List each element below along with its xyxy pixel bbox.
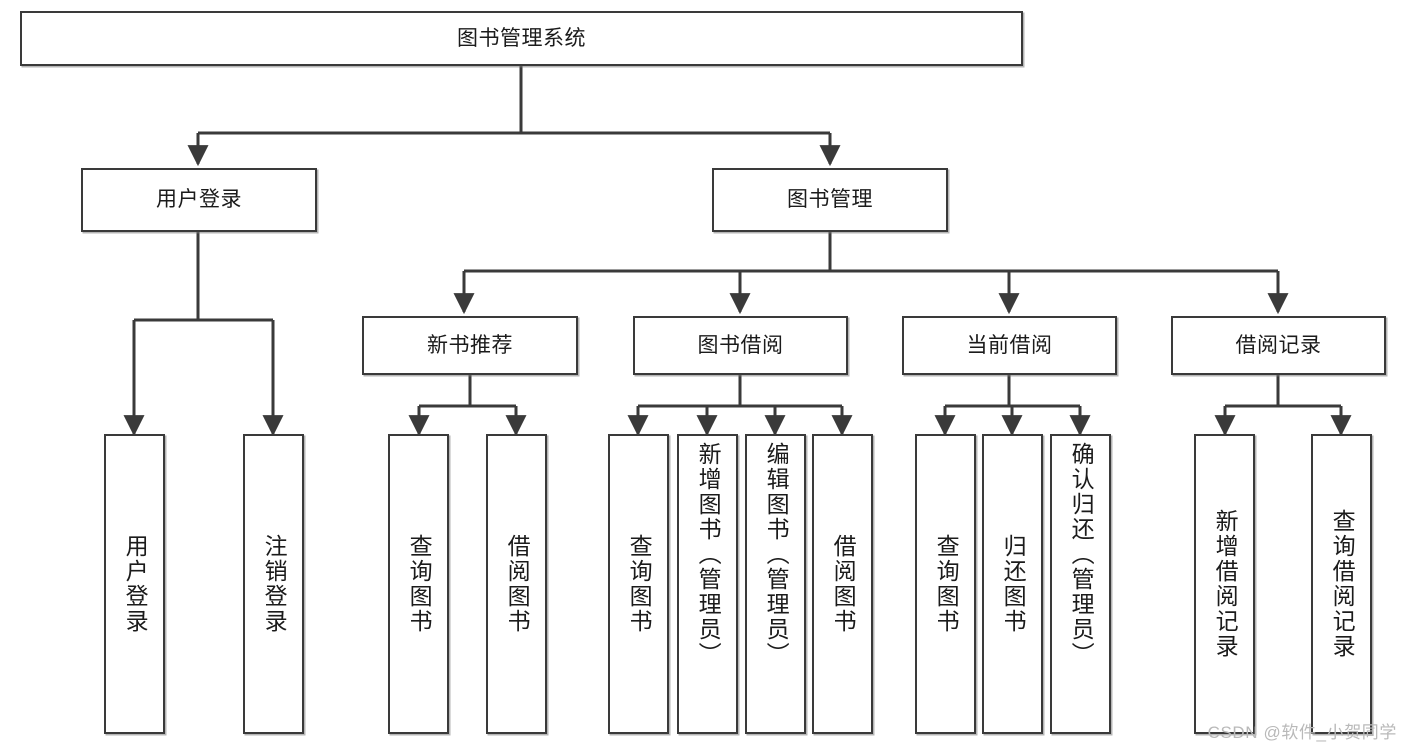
node-label: 当前借阅	[966, 333, 1053, 357]
node-label: 新增图书（管理员）	[695, 442, 722, 667]
node-leaf-return-book[interactable]: 归还图书	[982, 434, 1043, 734]
node-leaf-edit-book-admin[interactable]: 编辑图书（管理员）	[745, 434, 806, 734]
node-label: 借阅图书	[830, 534, 857, 634]
node-label: 注销登录	[261, 534, 288, 634]
node-label: 查询借阅记录	[1329, 509, 1356, 659]
node-label: 新书推荐	[427, 333, 513, 357]
node-leaf-logout-login[interactable]: 注销登录	[243, 434, 304, 734]
node-label: 用户登录	[122, 534, 149, 634]
node-label: 用户登录	[156, 188, 242, 212]
node-borrow-record[interactable]: 借阅记录	[1171, 316, 1386, 375]
node-leaf-borrow-book-borrow[interactable]: 借阅图书	[812, 434, 873, 734]
node-leaf-borrow-book-recommend[interactable]: 借阅图书	[486, 434, 547, 734]
node-book-management[interactable]: 图书管理	[712, 168, 948, 232]
node-leaf-confirm-return-admin[interactable]: 确认归还（管理员）	[1050, 434, 1111, 734]
node-label: 查询图书	[406, 534, 433, 634]
node-user-login[interactable]: 用户登录	[81, 168, 317, 232]
node-leaf-query-book-borrow[interactable]: 查询图书	[608, 434, 669, 734]
node-label: 借阅记录	[1235, 333, 1322, 357]
node-book-borrow[interactable]: 图书借阅	[633, 316, 848, 375]
node-root-book-management-system[interactable]: 图书管理系统	[20, 11, 1023, 66]
node-label: 图书管理	[787, 188, 873, 212]
node-label: 查询图书	[626, 534, 653, 634]
node-new-book-recommend[interactable]: 新书推荐	[362, 316, 578, 375]
csdn-watermark: CSDN @软件_小贺同学	[1207, 723, 1397, 742]
node-leaf-add-borrow-record[interactable]: 新增借阅记录	[1194, 434, 1255, 734]
node-label: 查询图书	[933, 534, 960, 634]
node-leaf-query-borrow-record[interactable]: 查询借阅记录	[1311, 434, 1372, 734]
node-leaf-query-book-recommend[interactable]: 查询图书	[388, 434, 449, 734]
node-label: 图书借阅	[697, 333, 784, 357]
node-label: 确认归还（管理员）	[1068, 442, 1095, 667]
node-label: 图书管理系统	[457, 26, 586, 50]
node-label: 借阅图书	[504, 534, 531, 634]
node-label: 新增借阅记录	[1212, 509, 1239, 659]
node-leaf-add-book-admin[interactable]: 新增图书（管理员）	[677, 434, 738, 734]
node-current-borrow[interactable]: 当前借阅	[902, 316, 1117, 375]
node-label: 编辑图书（管理员）	[763, 442, 790, 667]
node-leaf-query-book-current[interactable]: 查询图书	[915, 434, 976, 734]
node-leaf-user-login[interactable]: 用户登录	[104, 434, 165, 734]
node-label: 归还图书	[1000, 534, 1027, 634]
